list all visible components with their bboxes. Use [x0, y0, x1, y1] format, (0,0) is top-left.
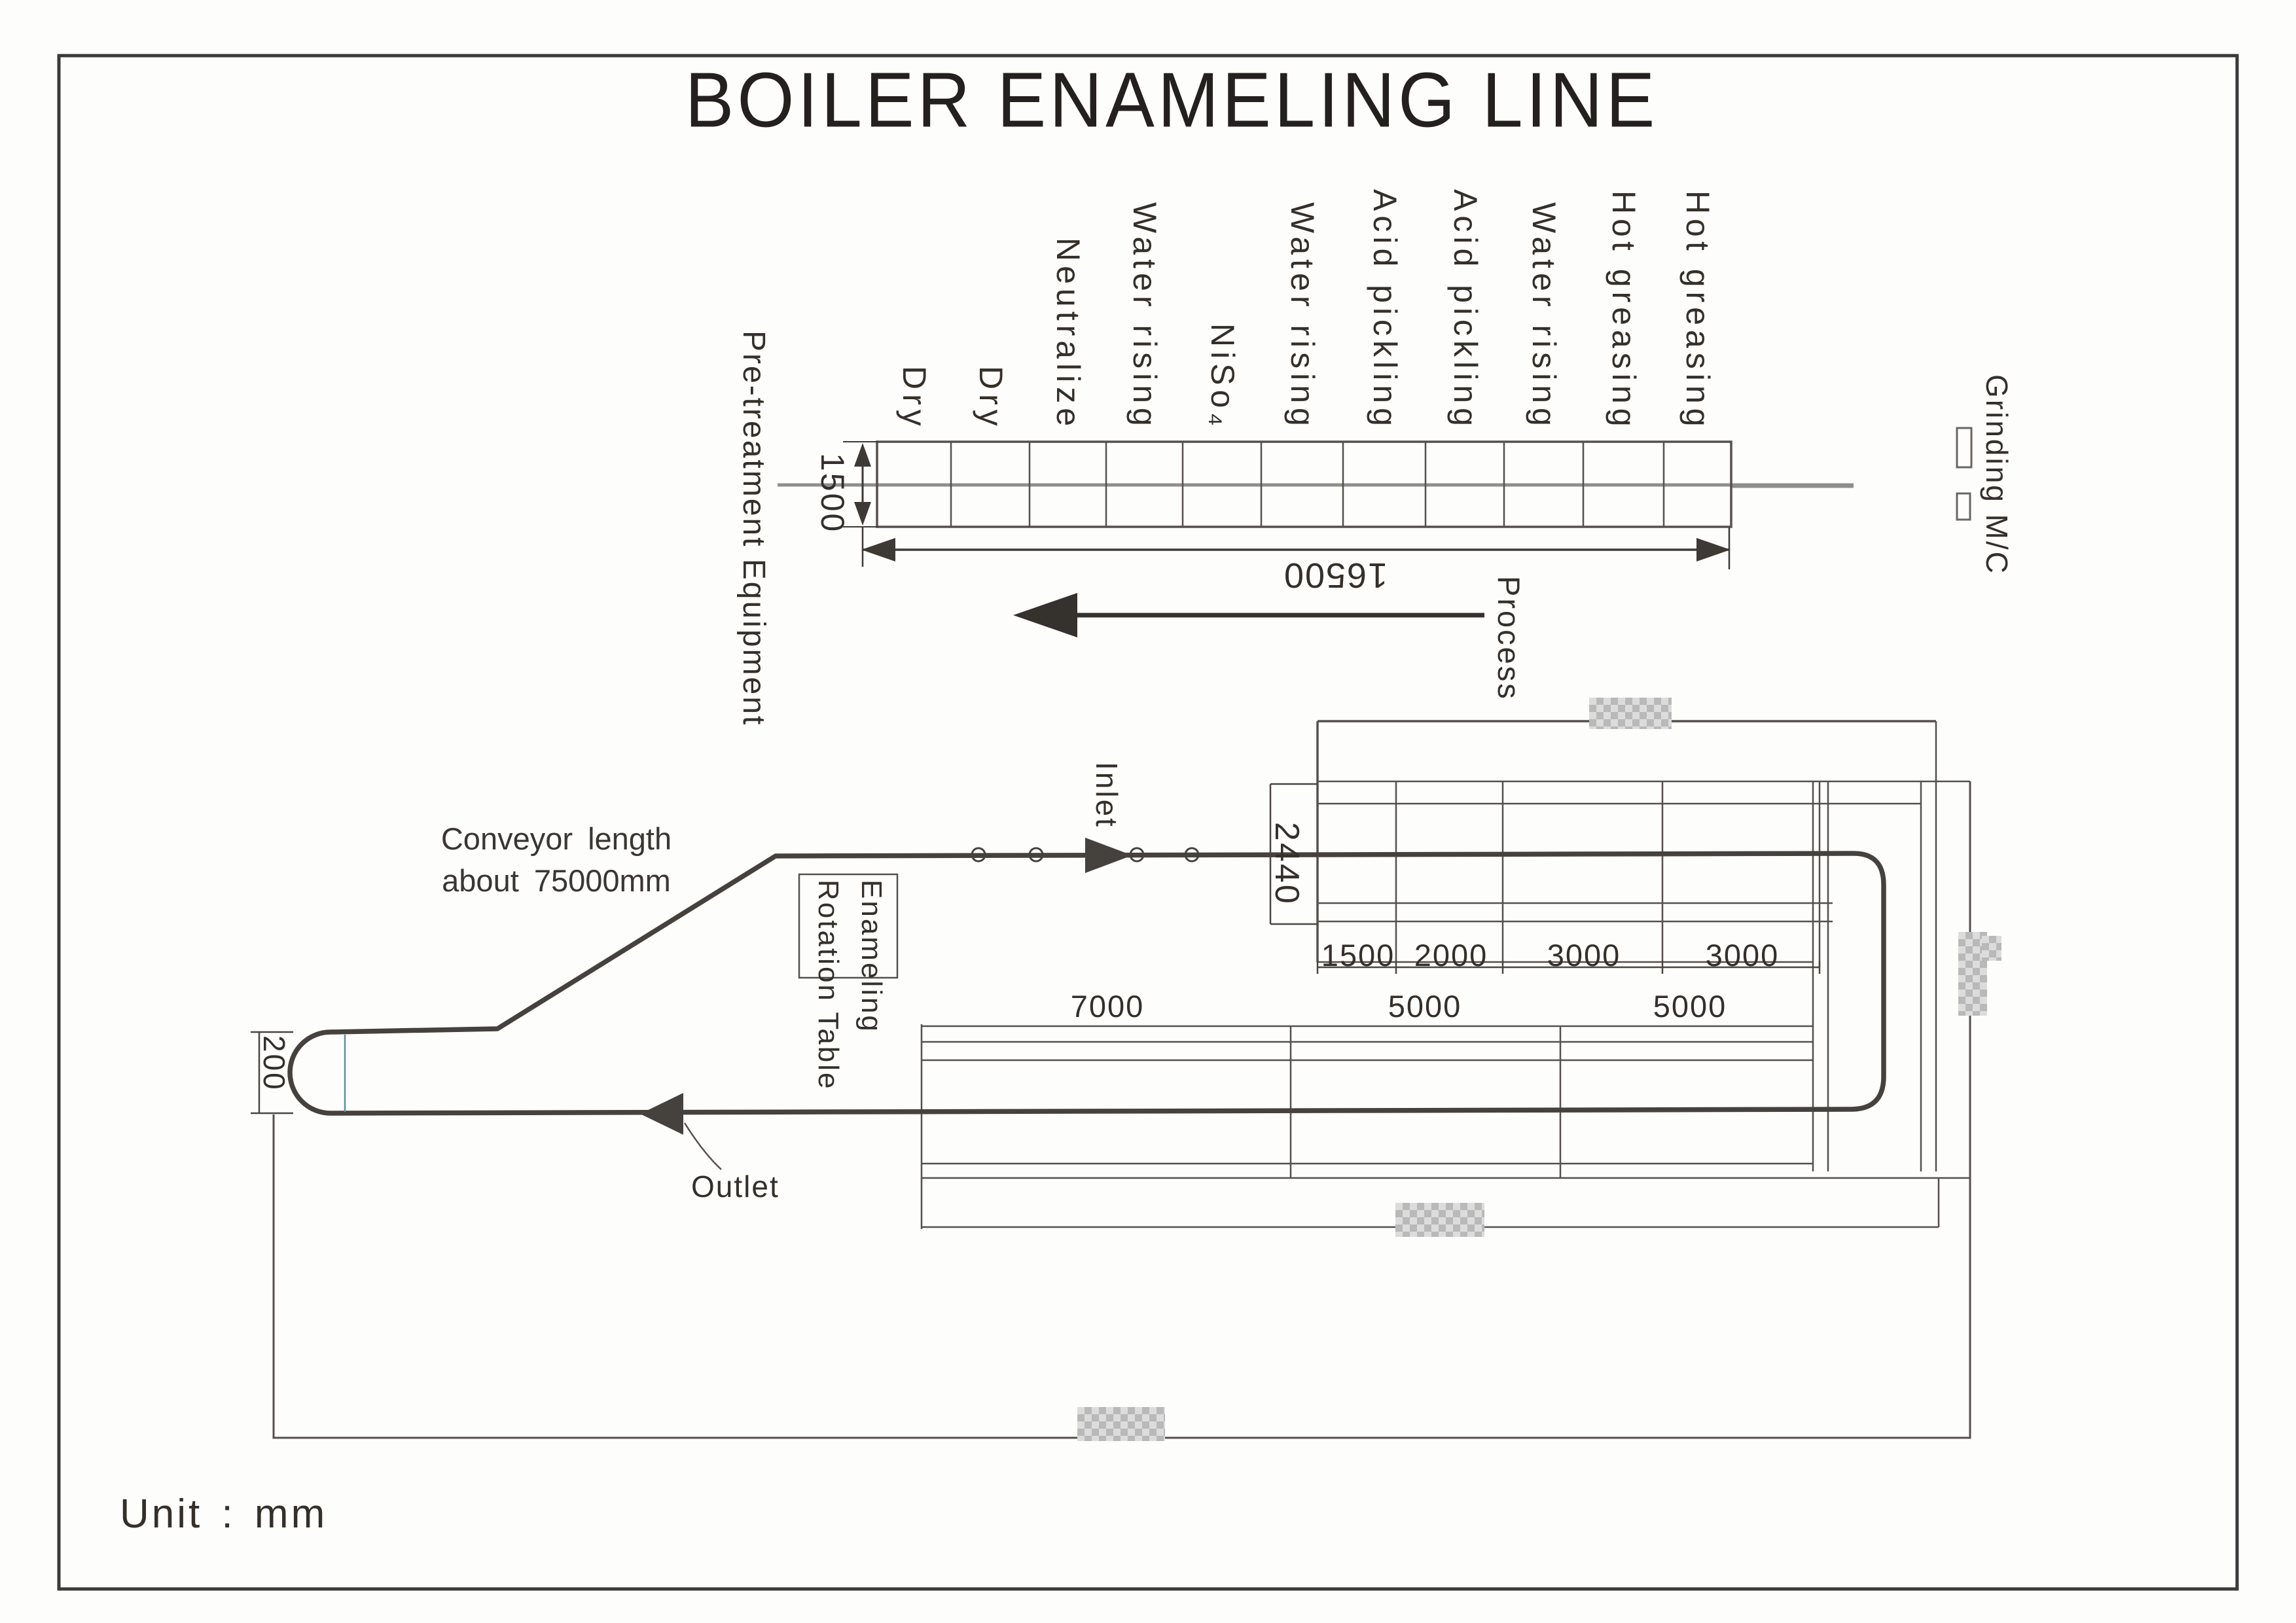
dim-16500-label: 16500: [1282, 556, 1388, 595]
stage-label-neutralize: Neutralize: [1050, 237, 1086, 431]
dim-200-bracket: [251, 1031, 293, 1115]
conveyor-path: [287, 851, 1886, 1116]
stage-label-water-rising-3: Water rising: [1526, 202, 1562, 431]
furnace-dim-row: [1316, 961, 1821, 974]
furnace-dim-3000-a: 3000: [1547, 938, 1621, 972]
booth-dim-5000-a: 5000: [1388, 989, 1462, 1024]
page-title: BOILER ENAMELING LINE: [685, 56, 1659, 143]
redacted-patch-furnace-top: [1589, 698, 1672, 729]
redacted-patch-right-wall-2: [1982, 936, 2001, 961]
outlet-marks: [640, 1093, 722, 1170]
rotation-table-box: [798, 873, 899, 979]
outlet-leader-line: [683, 1122, 722, 1170]
sheet-border: [57, 54, 2239, 1591]
stage-label-water-rising-1: Water rising: [1126, 202, 1163, 431]
redacted-patch-bottom-left: [1077, 1407, 1165, 1441]
stage-label-acid-pickling-1: Acid pickling: [1367, 189, 1403, 431]
rotation-table-label: Enameling Rotation Table: [812, 880, 888, 1091]
process-label: Process: [1492, 576, 1526, 701]
furnace-dim-3000-b: 3000: [1705, 938, 1780, 972]
inlet-label: Inlet: [1090, 762, 1124, 829]
outlet-arrow-icon: [640, 1093, 683, 1135]
conveyor-length-note: Conveyor length about 75000mm: [440, 821, 672, 898]
grinding-machines: [1956, 427, 1973, 521]
stage-label-water-rising-2: Water rising: [1284, 202, 1321, 431]
stage-label-acid-pickling-2: Acid pickling: [1447, 189, 1484, 431]
grinding-mc-label: Grinding M/C: [1980, 374, 2014, 575]
stage-label-hot-greasing-2: Hot greasing: [1679, 190, 1716, 431]
booth-structure: [920, 1024, 1970, 1229]
process-arrow: [1013, 593, 1484, 637]
dim-200-label: 200: [257, 1035, 291, 1092]
pretreatment-section-label: Pre-treatment Equipment: [736, 330, 771, 727]
stage-label-hot-greasing-1: Hot greasing: [1605, 190, 1642, 431]
unit-note: Unit : mm: [120, 1491, 328, 1537]
inlet-marks: [971, 838, 1200, 873]
conveyor-loop: [287, 851, 1886, 1116]
stage-label-dry-2: Dry: [973, 366, 1009, 431]
inlet-arrow-icon: [1085, 838, 1132, 873]
dim-2440-label: 2440: [1268, 822, 1306, 906]
stage-label-dry-1: Dry: [896, 366, 933, 431]
booth-dim-5000-b: 5000: [1653, 989, 1727, 1024]
furnace-dim-1500: 1500: [1321, 938, 1395, 972]
furnace-block: [1316, 720, 1970, 1171]
furnace-dim-2000: 2000: [1414, 938, 1488, 972]
dim-1500-vertical-label: 1500: [814, 453, 851, 534]
dim-1500-vertical: [843, 441, 878, 527]
outlet-label: Outlet: [691, 1169, 780, 1204]
redacted-patch-center: [1395, 1203, 1484, 1237]
booth-dim-7000: 7000: [1070, 989, 1145, 1024]
stage-label-niso4: NiSo₄: [1204, 323, 1241, 431]
dim-16500-line: [861, 527, 1731, 569]
pretreatment-tank: [778, 440, 1854, 528]
